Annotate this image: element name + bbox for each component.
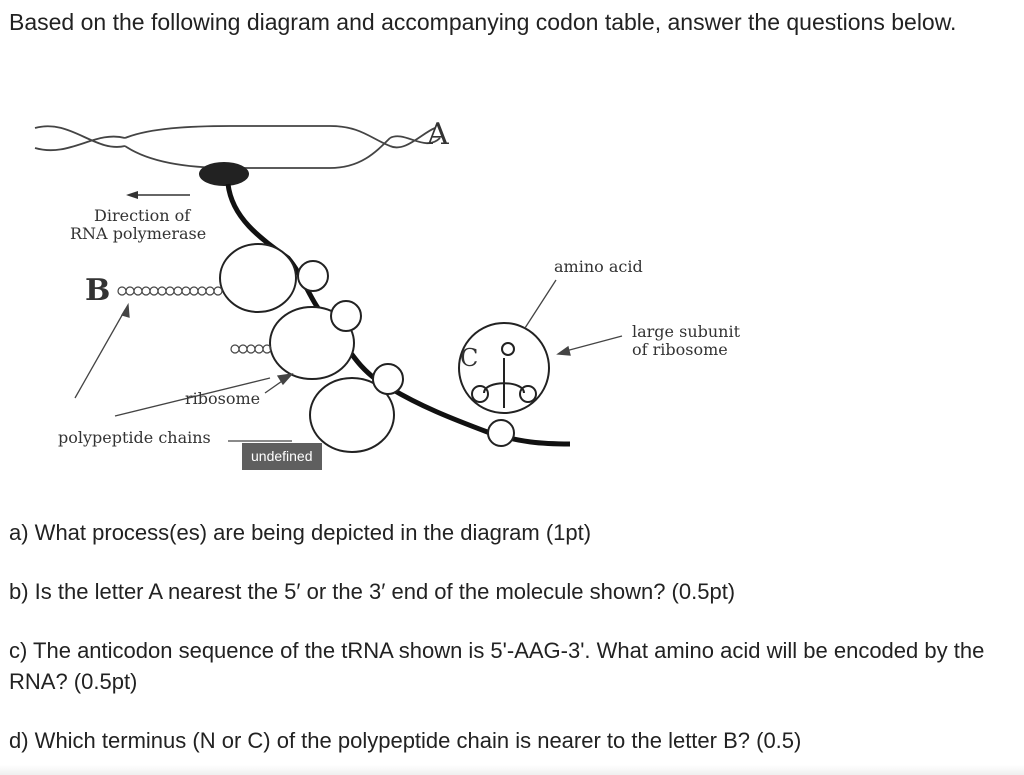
polypeptide-chains-label: polypeptide chains	[58, 428, 211, 447]
question-d: d) Which terminus (N or C) of the polype…	[9, 728, 802, 753]
ribosome-1-large	[219, 243, 297, 313]
question-b: b) Is the letter A nearest the 5′ or the…	[9, 579, 736, 604]
rna-polymerase	[199, 162, 249, 186]
direction-label-line2: RNA polymerase	[70, 224, 206, 243]
amino-acid-label: amino acid	[554, 257, 643, 276]
undefined-badge: undefined	[242, 443, 322, 470]
polypeptide-chain-2	[230, 344, 272, 354]
label-a: A	[426, 117, 449, 152]
direction-label-line1: Direction of	[94, 206, 191, 225]
transcription-translation-diagram: A B C Direction of RNA polymerase amino …	[30, 108, 790, 488]
ribosome-3-large	[309, 377, 395, 453]
large-subunit-label-line2: of ribosome	[632, 340, 728, 359]
question-a: a) What process(es) are being depicted i…	[9, 520, 592, 545]
dna-helix	[34, 125, 441, 169]
ribosome-label: ribosome	[185, 389, 260, 408]
intro-text: Based on the following diagram and accom…	[9, 9, 957, 35]
trna-icon	[471, 342, 537, 408]
label-b: B	[85, 273, 110, 308]
ribosome-2-small	[330, 300, 362, 332]
large-subunit-label-line1: large subunit	[632, 322, 741, 341]
ribosome-3-small	[372, 363, 404, 395]
label-c: C	[460, 344, 478, 372]
bottom-fade	[0, 765, 1024, 775]
ribosome-1-small	[297, 260, 329, 292]
label-pointers	[74, 279, 623, 442]
direction-arrow-head	[126, 191, 138, 199]
question-c: c) The anticodon sequence of the tRNA sh…	[9, 638, 985, 694]
polypeptide-chain-1	[117, 286, 223, 296]
trna-anticodon-circle	[487, 419, 515, 447]
